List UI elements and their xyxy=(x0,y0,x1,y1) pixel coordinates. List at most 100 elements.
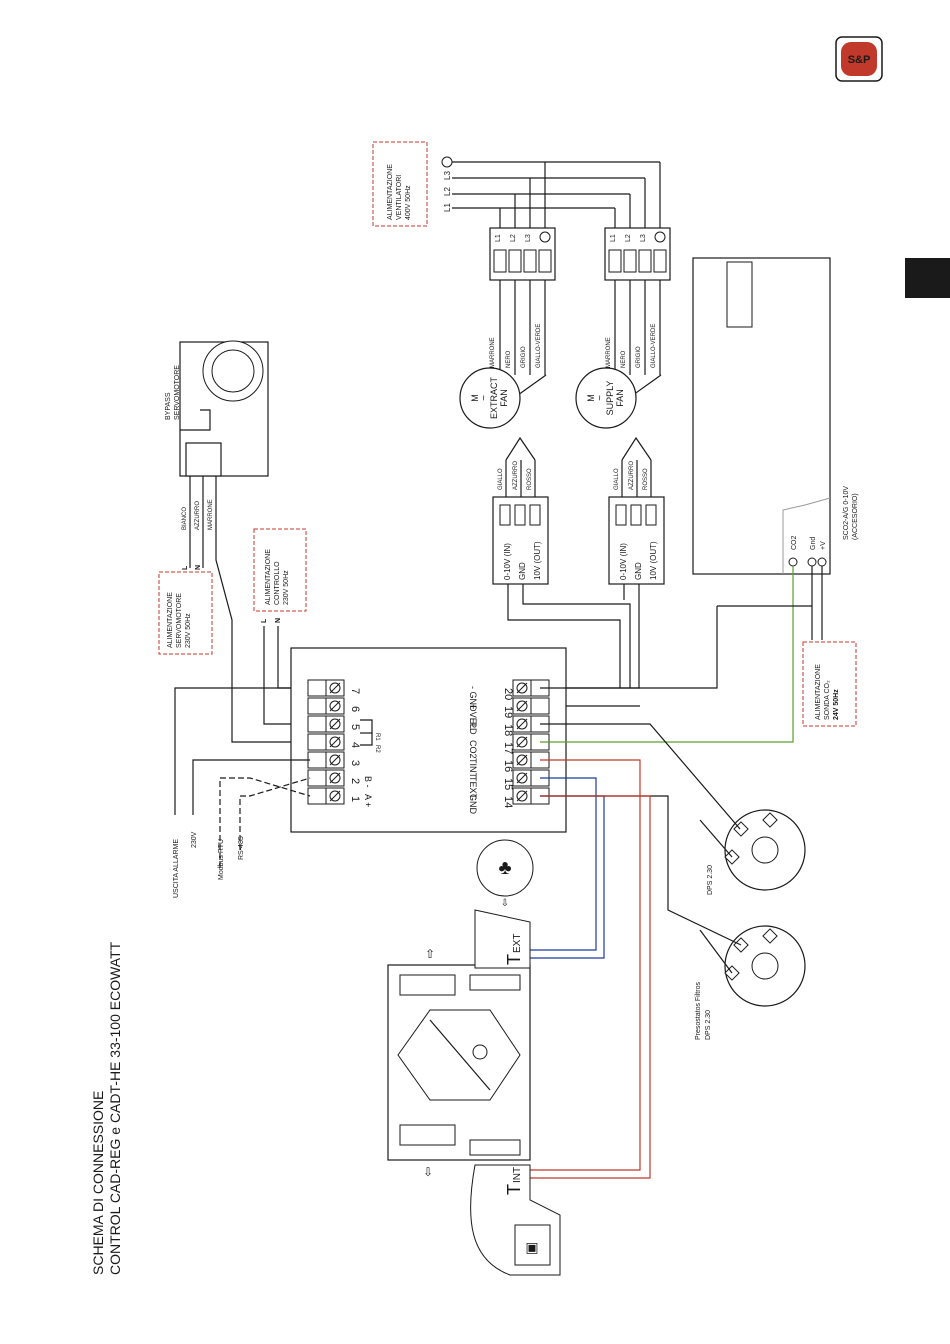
svg-text:SONDA CO₂: SONDA CO₂ xyxy=(824,680,831,720)
svg-text:GIALLO: GIALLO xyxy=(614,468,620,490)
svg-text:SCO2-A/G 0-10V: SCO2-A/G 0-10V xyxy=(843,486,850,540)
svg-text:FAN: FAN xyxy=(615,389,625,407)
svg-text:0-10V (IN): 0-10V (IN) xyxy=(503,543,512,580)
svg-text:M: M xyxy=(586,394,596,402)
dps-label-1: DPS 2.30 xyxy=(707,865,714,895)
svg-text:~: ~ xyxy=(479,395,490,401)
svg-text:R2: R2 xyxy=(374,745,380,753)
svg-text:L1: L1 xyxy=(495,234,502,242)
terminal-6: 6 xyxy=(307,697,361,715)
svg-text:400V 50Hz: 400V 50Hz xyxy=(405,185,412,220)
fan-power-box xyxy=(372,141,428,227)
servo-power-box xyxy=(158,571,213,655)
svg-text:R1: R1 xyxy=(374,733,380,741)
terminal-label: + VEL xyxy=(468,704,478,729)
terminal-16: 16 TINT xyxy=(468,751,550,778)
svg-text:~: ~ xyxy=(595,395,606,401)
svg-text:SCHEMA DI CONNESSIONE: SCHEMA DI CONNESSIONE xyxy=(90,1091,106,1275)
svg-text:ROSSO: ROSSO xyxy=(527,468,533,490)
svg-text:AZZURRO: AZZURRO xyxy=(195,501,201,530)
label-rs485: RS-485 xyxy=(238,836,245,860)
svg-text:(ACCESORIO): (ACCESORIO) xyxy=(852,493,859,540)
room-icon: ▣ xyxy=(525,1239,538,1255)
terminal-number: 1 xyxy=(349,796,361,802)
terminal-number: 7 xyxy=(349,688,361,694)
svg-text:SUPPLY: SUPPLY xyxy=(605,381,615,416)
svg-text:L2: L2 xyxy=(510,234,517,242)
relay-symbols: R1 R2 xyxy=(360,719,380,753)
terminal-7: 7 xyxy=(307,679,361,697)
svg-text:SERVOMOTORE: SERVOMOTORE xyxy=(174,365,181,420)
supply-signal-block: 0-10V (IN) GND 10V (OUT) xyxy=(608,496,665,585)
svg-text:CONTROLLO: CONTROLLO xyxy=(274,561,281,605)
svg-text:AZZURRO: AZZURRO xyxy=(513,461,519,490)
svg-text:BYPASS: BYPASS xyxy=(165,392,172,420)
supply-fan-motor: M ~ SUPPLY FAN xyxy=(575,367,637,429)
svg-text:INT: INT xyxy=(512,1167,523,1183)
svg-text:EXTRACT: EXTRACT xyxy=(489,377,499,420)
svg-text:L2: L2 xyxy=(443,187,452,196)
terminal-number: 15 xyxy=(502,778,514,790)
svg-text:L3: L3 xyxy=(443,171,452,180)
svg-text:NERO: NERO xyxy=(506,350,512,368)
svg-text:ALIMENTAZIONE: ALIMENTAZIONE xyxy=(815,664,822,720)
svg-text:L3: L3 xyxy=(525,234,532,242)
pressure-switch-1 xyxy=(724,809,806,891)
terminal-label: B - xyxy=(363,776,373,788)
control-power-box xyxy=(253,528,307,612)
supply-signal-wires: GIALLO AZZURRO ROSSO xyxy=(614,436,652,497)
svg-text:⇩: ⇩ xyxy=(501,898,509,909)
svg-text:10V (OUT): 10V (OUT) xyxy=(649,541,658,580)
terminal-number: 5 xyxy=(349,724,361,730)
svg-text:+V: +V xyxy=(820,541,827,550)
terminal-label: TINT xyxy=(468,758,478,778)
svg-text:MARRONE: MARRONE xyxy=(606,337,612,368)
svg-text:MARRONE: MARRONE xyxy=(490,337,496,368)
terminal-number: 16 xyxy=(502,760,514,772)
label-alarm: USCITA ALLARME xyxy=(173,839,180,898)
terminal-19: 19 + VEL xyxy=(468,697,550,729)
terminal-number: 17 xyxy=(502,742,514,754)
co2-sensor: CO2 Gnd +V SCO2-A/G 0-10V (ACCESORIO) xyxy=(692,257,859,575)
side-tab xyxy=(905,258,950,298)
terminal-label: CO2 xyxy=(468,740,478,759)
svg-text:10V (OUT): 10V (OUT) xyxy=(533,541,542,580)
svg-text:GND: GND xyxy=(634,562,643,580)
text-sensor: T EXT ♣ ⇩ xyxy=(474,839,534,969)
svg-text:SERVOMOTORE: SERVOMOTORE xyxy=(176,593,183,648)
terminal-number: 19 xyxy=(502,706,514,718)
svg-text:ALIMENTAZIONE: ALIMENTAZIONE xyxy=(265,549,272,605)
svg-text:M: M xyxy=(470,394,480,402)
extract-fan-wires: MARRONE NERO GRIGIO GIALLO-VERDE xyxy=(489,280,547,396)
terminal-label: GND xyxy=(468,794,478,815)
svg-text:L: L xyxy=(261,618,268,623)
hvac-unit: ⇧ ⇩ xyxy=(387,947,531,1179)
terminal-number: 4 xyxy=(349,742,361,748)
logo-text: S&P xyxy=(848,54,871,66)
svg-text:ROSSO: ROSSO xyxy=(643,468,649,490)
terminal-17: 17 CO2 xyxy=(468,733,550,759)
terminal-number: 18 xyxy=(502,724,514,736)
svg-text:AZZURRO: AZZURRO xyxy=(629,461,635,490)
svg-text:N: N xyxy=(275,618,282,623)
terminal-number: 20 xyxy=(502,688,514,700)
svg-text:CO2: CO2 xyxy=(791,536,798,551)
label-230v: 230V xyxy=(191,831,198,848)
extract-fan-terminal-block: L1 L2 L3 xyxy=(489,227,556,281)
svg-text:GIALLO-VERDE: GIALLO-VERDE xyxy=(651,324,657,368)
terminal-label: PD xyxy=(468,722,478,735)
svg-text:GIALLO: GIALLO xyxy=(498,468,504,490)
svg-text:T: T xyxy=(504,954,524,965)
tree-icon: ♣ xyxy=(498,857,511,879)
terminal-number: 14 xyxy=(502,796,514,808)
svg-text:GRIGIO: GRIGIO xyxy=(636,346,642,368)
terminal-label: - GND xyxy=(468,686,478,712)
svg-text:GND: GND xyxy=(518,562,527,580)
terminal-label: A + xyxy=(363,794,373,807)
page-title: SCHEMA DI CONNESSIONE CONTROL CAD-REG e … xyxy=(90,941,123,1275)
svg-text:BIANCO: BIANCO xyxy=(182,507,188,530)
terminal-number: 2 xyxy=(349,778,361,784)
svg-text:L1: L1 xyxy=(443,203,452,212)
dps-label-2b: DPS 2.30 xyxy=(705,1010,712,1040)
